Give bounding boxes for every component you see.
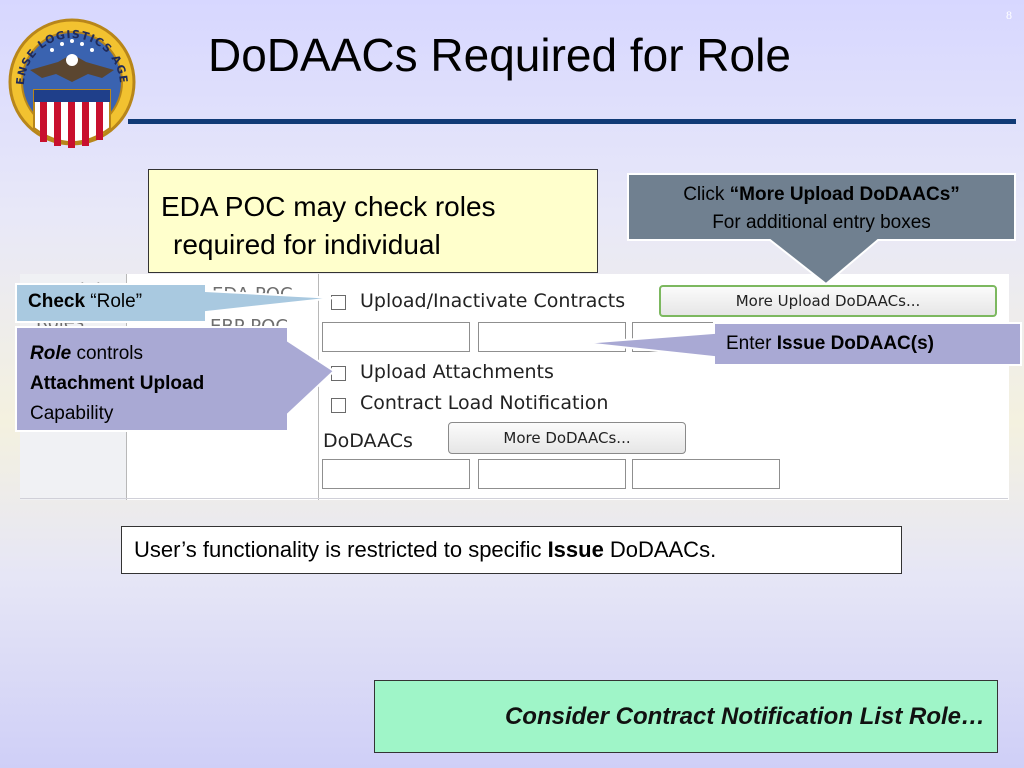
eda-poc-note-box: EDA POC may check roles required for ind… (148, 169, 598, 273)
form-label-eda-poc: EDA POC (212, 284, 293, 305)
role-controls-callout-attachment: Attachment Upload (30, 373, 205, 394)
upload-dodaac-field-2[interactable] (478, 322, 626, 352)
role-controls-callout-role: Role (30, 343, 72, 364)
check-role-callout-rest: “Role” (85, 291, 143, 312)
check-role-callout-text: Check “Role” (28, 291, 142, 313)
more-upload-callout-text: Click “More Upload DoDAACs” For addition… (628, 181, 1015, 237)
role-label-contract-load-notification: Contract Load Notification (360, 392, 609, 414)
form-column-divider (318, 274, 319, 500)
role-checkbox-upload-attachments[interactable] (331, 366, 346, 381)
form-bottom-border (20, 498, 1008, 499)
form-label-ebp-poc: EBP POC (210, 316, 288, 337)
role-controls-callout-text: Role controls Attachment Upload Capabili… (30, 339, 204, 429)
more-upload-callout-bold: “More Upload DoDAACs” (729, 184, 960, 205)
restricted-note-prefix: User’s functionality is restricted to sp… (134, 537, 542, 562)
more-upload-callout-line2: For additional entry boxes (712, 212, 931, 233)
check-role-callout-bold: Check (28, 291, 86, 312)
upload-dodaac-field-1[interactable] (322, 322, 470, 352)
enter-issue-callout-prefix: Enter (726, 333, 777, 354)
eda-poc-note-line1: EDA POC may check roles (161, 191, 496, 222)
role-checkbox-contract-load-notification[interactable] (331, 398, 346, 413)
more-upload-dodaacs-button[interactable]: More Upload DoDAACs... (659, 285, 997, 317)
restricted-note-suffix: DoDAACs. (609, 537, 717, 562)
role-label-upload-contracts: Upload/Inactivate Contracts (360, 290, 626, 312)
enter-issue-callout-text: Enter Issue DoDAAC(s) (726, 333, 934, 355)
role-label-upload-attachments: Upload Attachments (360, 361, 554, 383)
enter-issue-callout-bold: Issue DoDAAC(s) (776, 333, 935, 354)
dodaacs-label: DoDAACs (323, 430, 413, 452)
consider-notification-role-text: Consider Contract Notification List Role… (504, 702, 985, 730)
more-upload-callout-prefix: Click (683, 184, 730, 205)
eda-poc-note-line2: required for individual (173, 229, 441, 260)
form-label-roles: Roles (36, 312, 85, 333)
dodaac-field-3[interactable] (632, 459, 780, 489)
dla-seal-logo: DEFENSE LOGISTICS AGENCY (2, 8, 136, 148)
restricted-note-bold: Issue (547, 537, 604, 562)
more-dodaacs-button[interactable]: More DoDAACs... (448, 422, 686, 454)
page-title: DoDAACs Required for Role (208, 29, 791, 81)
restricted-functionality-note: User’s functionality is restricted to sp… (121, 526, 902, 574)
dodaac-field-1[interactable] (322, 459, 470, 489)
role-checkbox-upload-contracts[interactable] (331, 295, 346, 310)
role-controls-callout-capability: Capability (30, 403, 114, 424)
page-number: 8 (1006, 8, 1012, 22)
dodaac-field-2[interactable] (478, 459, 626, 489)
title-divider (128, 119, 1016, 124)
role-controls-callout-controls: controls (71, 343, 143, 364)
consider-notification-role-box: Consider Contract Notification List Role… (374, 680, 998, 753)
